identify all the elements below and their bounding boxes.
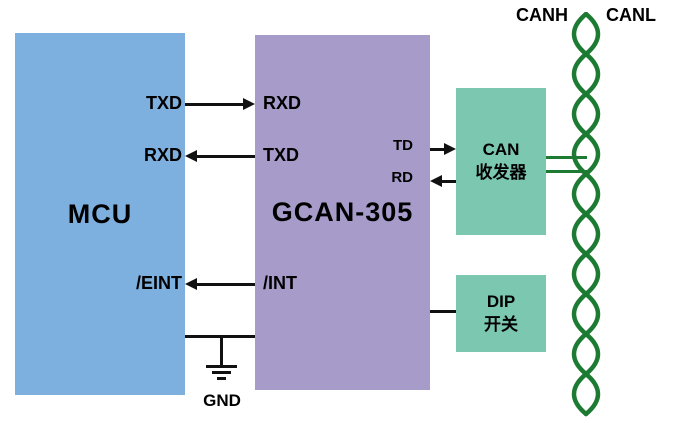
td-wire (430, 148, 445, 151)
can-transceiver-block: CAN 收发器 (456, 88, 546, 235)
mcu-label: MCU (67, 198, 133, 229)
canl-wire (571, 12, 601, 417)
canl-label: CANL (606, 5, 656, 25)
int-to-eint-wire (196, 283, 255, 286)
rd-wire (441, 180, 456, 183)
canh-label: CANH (516, 5, 568, 25)
dip-switch-label-line1: DIP (486, 291, 516, 311)
gcan-305-label: GCAN-305 (271, 197, 414, 227)
rd-arrowhead (430, 175, 442, 187)
pin-label-mcu-eint: /EINT (135, 273, 182, 293)
pin-label-gcan-int: /INT (263, 273, 297, 293)
canh-link-wire (546, 156, 587, 159)
canl-link-wire (546, 170, 587, 173)
dip-link-wire (430, 310, 456, 313)
td-arrowhead (444, 143, 456, 155)
can-transceiver-label-line2: 收发器 (475, 162, 527, 182)
ground-drop-wire (220, 335, 223, 365)
dip-switch-label-line2: 开关 (484, 314, 518, 334)
txd-to-rxd-wire (185, 103, 244, 106)
pin-label-mcu-txd: TXD (146, 93, 182, 113)
int-to-eint-arrowhead (185, 278, 197, 290)
gnd-label: GND (203, 391, 241, 410)
pin-label-rd: RD (391, 169, 413, 186)
gcan-305-block: GCAN-305 (255, 35, 430, 390)
dip-switch-block: DIP 开关 (456, 275, 546, 352)
pin-label-td: TD (393, 137, 413, 154)
ground-symbol-bar-3 (217, 377, 226, 380)
txd-to-rxd-arrowhead (243, 98, 255, 110)
gcan-txd-to-mcu-rxd-wire (196, 155, 255, 158)
pin-label-gcan-txd: TXD (263, 145, 299, 165)
ground-symbol-bar-1 (206, 365, 237, 368)
mcu-block: MCU (15, 33, 185, 395)
twisted-pair-wires (571, 12, 601, 417)
pin-label-mcu-rxd: RXD (143, 145, 182, 165)
pin-label-gcan-rxd: RXD (263, 93, 302, 113)
ground-symbol-bar-2 (212, 371, 231, 374)
can-transceiver-label-line1: CAN (482, 139, 520, 159)
gcan-txd-to-mcu-rxd-arrowhead (185, 150, 197, 162)
